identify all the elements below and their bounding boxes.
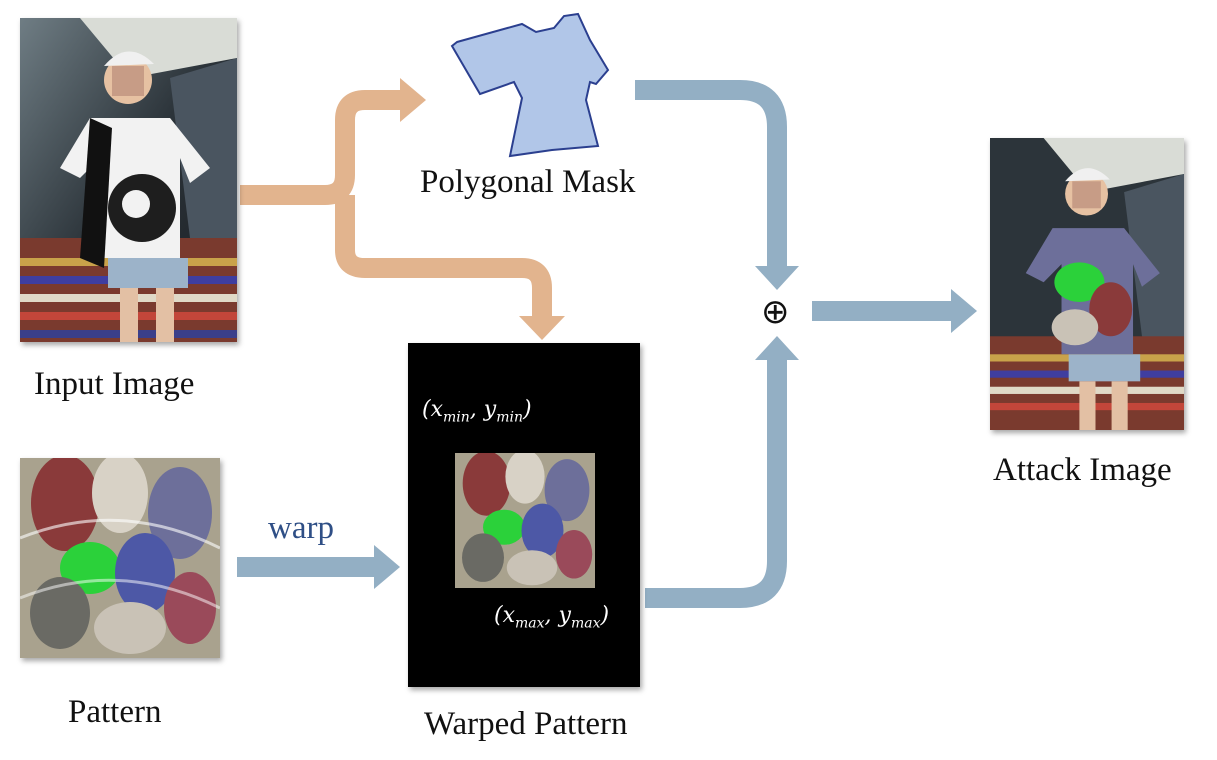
arrow-input-to-mask <box>240 90 402 205</box>
arrow-warp-head <box>374 545 400 589</box>
warped-patch-art <box>455 453 595 588</box>
input-photo-art <box>20 18 237 342</box>
arrow-input-to-warped-head <box>519 316 565 340</box>
warped-pattern-label: Warped Pattern <box>424 706 628 742</box>
polygonal-mask-label: Polygonal Mask <box>420 164 636 200</box>
arrow-input-to-mask-head <box>400 78 426 122</box>
polygonal-mask <box>450 12 610 158</box>
warped-pattern: (xmin, ymin) (xmax, ymax) <box>408 343 640 687</box>
warp-label: warp <box>268 510 334 546</box>
attack-photo-art <box>990 138 1184 430</box>
input-image <box>20 18 237 342</box>
attack-image <box>990 138 1184 430</box>
add-operator: ⊕ <box>761 292 790 332</box>
arrow-op-to-attack-head <box>951 289 977 333</box>
coord-max: (xmax, ymax) <box>494 603 610 632</box>
pattern-label: Pattern <box>68 694 162 730</box>
tshirt-mask-shape <box>450 12 610 158</box>
arrow-warped-to-op <box>645 358 787 608</box>
arrow-mask-to-op <box>635 80 787 268</box>
pattern-art <box>20 458 220 658</box>
warped-pattern-patch <box>455 453 595 588</box>
arrow-warped-to-op-head <box>755 336 799 360</box>
attack-image-label: Attack Image <box>993 452 1172 488</box>
input-image-label: Input Image <box>34 366 195 402</box>
arrow-mask-to-op-head <box>755 266 799 290</box>
pattern-image <box>20 458 220 658</box>
arrow-input-to-warped <box>335 195 552 318</box>
coord-min: (xmin, ymin) <box>422 397 532 426</box>
